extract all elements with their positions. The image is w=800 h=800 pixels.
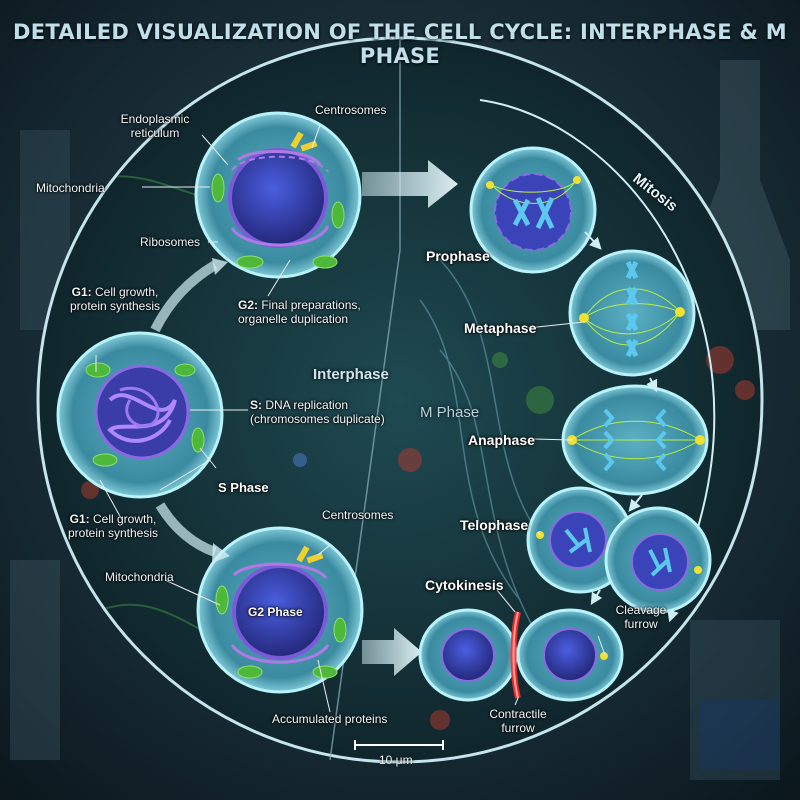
- contractile-furrow-label: Contractile furrow: [489, 707, 547, 735]
- scale-bar-label: 10 μm: [379, 753, 413, 767]
- s-label: S: DNA replication (chromosomes duplicat…: [250, 398, 385, 426]
- g1-bottom-label: G1: Cell growth, protein synthesis: [67, 512, 159, 540]
- interphase-section-label: Interphase: [313, 366, 389, 383]
- arrow-s-to-g2: [155, 502, 217, 557]
- cytokinesis-cell: [418, 608, 624, 702]
- arrow-to-prophase: [362, 160, 458, 208]
- arrow-to-cytokinesis: [362, 628, 422, 676]
- anaphase-cell: [561, 384, 709, 496]
- main-circle-border: [36, 36, 764, 764]
- cytokinesis-label: Cytokinesis: [425, 577, 504, 593]
- mitochondria-top-label: Mitochondria: [36, 181, 105, 195]
- accumulated-proteins-label: Accumulated proteins: [272, 712, 388, 726]
- g2-top-cell: [194, 111, 362, 279]
- telophase-cell: [526, 486, 712, 614]
- centrosomes-bottom-label: Centrosomes: [322, 508, 394, 522]
- g2-phase-label: G2 Phase: [248, 605, 303, 619]
- metaphase-cell: [568, 249, 696, 377]
- mitochondria-bottom-label: Mitochondria: [105, 570, 174, 584]
- leader-lines: [95, 124, 606, 713]
- g2-label: G2: Final preparations, organelle duplic…: [238, 298, 361, 326]
- m-phase-section-label: M Phase: [420, 404, 480, 421]
- page-title: DETAILED VISUALIZATION OF THE CELL CYCLE…: [13, 20, 787, 68]
- mitosis-step-arrows: [584, 231, 658, 606]
- anaphase-label: Anaphase: [468, 432, 535, 448]
- metaphase-label: Metaphase: [464, 320, 537, 336]
- s-phase-cell: [56, 331, 224, 499]
- g2-bottom-cell: [196, 526, 364, 694]
- endoplasmic-reticulum-label: Endoplasmic reticulum: [120, 112, 190, 140]
- centrosomes-top-label: Centrosomes: [315, 103, 387, 117]
- prophase-cell: [469, 146, 597, 274]
- g1-top-label: G1: Cell growth, protein synthesis: [69, 285, 161, 313]
- lab-glassware-background: [10, 60, 790, 780]
- telophase-label: Telophase: [460, 517, 529, 533]
- arrow-g1-to-g2: [150, 260, 218, 333]
- ribosomes-label: Ribosomes: [140, 235, 201, 249]
- cleavage-furrow-label: Cleavage furrow: [615, 603, 667, 631]
- scale-bar-line: [354, 740, 444, 750]
- prophase-label: Prophase: [426, 248, 490, 264]
- s-phase-label: S Phase: [218, 480, 269, 495]
